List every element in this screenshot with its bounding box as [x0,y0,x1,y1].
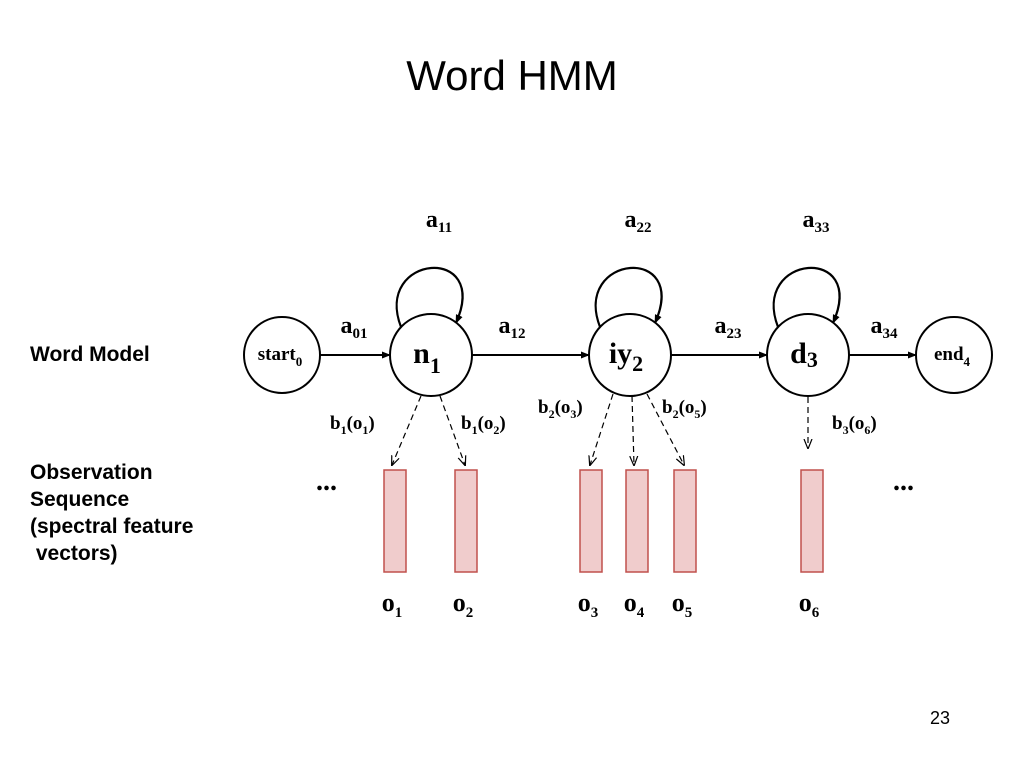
state-node-n [389,313,473,397]
observation-sequence-label-line-3: (spectral feature [30,515,193,538]
observation-label-o5: o5 [672,588,693,621]
observation-vector-o2 [454,469,478,573]
word-model-label: Word Model [30,343,150,366]
observation-label-o6: o6 [799,588,820,621]
self-loop-a33 [772,266,841,328]
emission-arrow-1 [392,395,422,465]
transition-label-a34: a34 [871,313,899,342]
emission-label-b2o3: b2(o3) [538,397,583,421]
self-loop-label-a11: a11 [426,207,452,236]
observation-vector-o6 [800,469,824,573]
observation-vector-o1 [383,469,407,573]
self-loop-a22 [594,266,663,328]
emission-label-b1o1: b1(o1) [330,413,375,437]
emission-label-b3o6: b3(o6) [832,413,877,437]
state-node-end [915,316,993,394]
observation-sequence-label-line-2: Sequence [30,488,129,511]
emission-arrow-4 [632,395,634,465]
observation-label-o1: o1 [382,588,403,621]
state-node-d [766,313,850,397]
state-label-iy: iy2 [609,337,643,376]
emission-arrow-3 [590,393,614,465]
self-loop-label-a33: a33 [803,207,830,236]
emission-label-b2o5: b2(o5) [662,397,707,421]
self-loop-label-a22: a22 [625,207,652,236]
state-node-iy [588,313,672,397]
state-node-start [243,316,321,394]
observation-sequence-label-line-1: Observation [30,461,153,484]
self-loop-a11 [395,266,464,328]
transition-label-a12: a12 [499,313,526,342]
state-label-n: n1 [413,337,441,378]
ellipsis-left: ... [316,466,337,497]
observation-vector-o5 [673,469,697,573]
observation-vector-o4 [625,469,649,573]
observation-vector-o3 [579,469,603,573]
transition-label-a01: a01 [341,313,368,342]
observation-label-o2: o2 [453,588,474,621]
emission-label-b1o2: b1(o2) [461,413,506,437]
observation-label-o4: o4 [624,588,645,621]
emission-arrow-5 [646,393,684,465]
transition-label-a23: a23 [715,313,742,342]
page-number: 23 [930,708,951,728]
slide-title: Word HMM [406,52,618,99]
state-label-d: d3 [790,337,818,372]
observation-sequence-label-line-4: vectors) [30,542,118,565]
state-label-end: end4 [934,344,971,369]
state-label-start: start0 [258,344,302,369]
emission-arrow-2 [439,395,465,465]
ellipsis-right: ... [893,466,914,497]
observation-label-o3: o3 [578,588,599,621]
